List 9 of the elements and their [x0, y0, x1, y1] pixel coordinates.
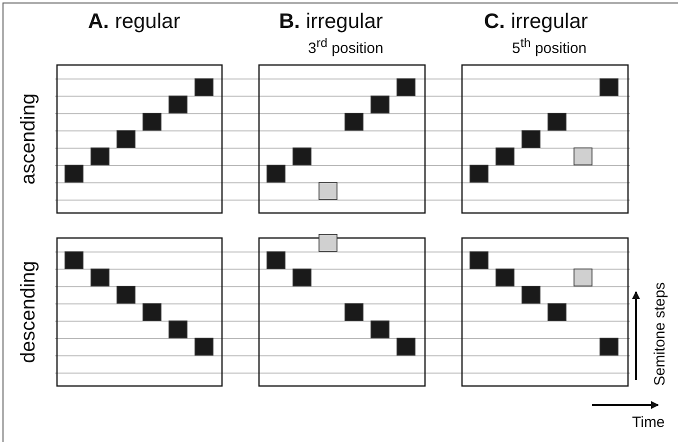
- panel-heading: B. irregular: [279, 10, 383, 34]
- row-label: ascending: [18, 93, 40, 185]
- panel-heading: C. irregular: [484, 10, 588, 34]
- panel-subheading: 3$^{rd}$ position: [308, 36, 384, 57]
- axis-label: Semitone steps: [652, 282, 668, 386]
- axis-label: Time: [632, 414, 665, 431]
- panel-heading: A. regular: [88, 10, 180, 34]
- row-label: descending: [18, 260, 40, 364]
- panel-subheading: 5$^{th}$ position: [512, 36, 587, 57]
